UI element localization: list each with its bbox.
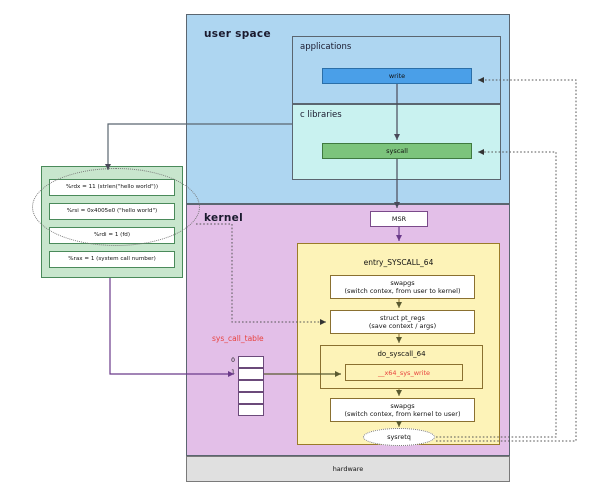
kernel-label: kernel xyxy=(204,212,243,224)
swapgs-kernel-to-user-detail: (switch contex, from kernel to user) xyxy=(344,410,461,418)
sys-call-table-title: sys_call_table xyxy=(212,334,264,343)
hardware-label: hardware xyxy=(332,464,364,473)
applications-label: applications xyxy=(300,42,352,52)
swapgs-kernel-to-user-box[interactable]: swapgs (switch contex, from kernel to us… xyxy=(330,398,475,422)
sys-call-table-cell-3[interactable] xyxy=(238,392,264,404)
sysretq-box[interactable]: sysretq xyxy=(363,428,435,446)
do-syscall-64-title: do_syscall_64 xyxy=(377,350,426,358)
entry-syscall-64-title: entry_SYSCALL_64 xyxy=(363,258,434,267)
register-rdx-label: %rdx = 11 (strlen("hello world")) xyxy=(65,183,159,190)
hardware-region: hardware xyxy=(186,456,510,482)
register-rsi[interactable]: %rsi = 0x4005e0 ("hello world") xyxy=(49,203,175,220)
write-label: write xyxy=(388,71,406,80)
register-rax[interactable]: %rax = 1 (system call number) xyxy=(49,251,175,268)
struct-pt-regs-detail: (save context / args) xyxy=(368,322,437,330)
sys-call-table-cell-2[interactable] xyxy=(238,380,264,392)
struct-pt-regs-box[interactable]: struct pt_regs (save context / args) xyxy=(330,310,475,334)
msr-box[interactable]: MSR xyxy=(370,211,428,227)
sys-call-table-index-1: 1 xyxy=(231,369,235,376)
struct-pt-regs-name: struct pt_regs xyxy=(380,313,425,322)
x64-sys-write-label: __x64_sys_write xyxy=(377,368,431,377)
sys-call-table-cell-0[interactable] xyxy=(238,356,264,368)
register-rdi[interactable]: %rdi = 1 (fd) xyxy=(49,227,175,244)
c-libraries-label: c libraries xyxy=(300,110,342,120)
register-rax-label: %rax = 1 (system call number) xyxy=(68,255,156,262)
user-space-label: user space xyxy=(204,28,271,40)
sysretq-label: sysretq xyxy=(387,432,411,441)
swapgs-user-to-kernel-detail: (switch contex, from user to kernel) xyxy=(344,287,461,295)
sys-call-table-cell-1[interactable] xyxy=(238,368,264,380)
swapgs-user-to-kernel-name: swapgs xyxy=(390,278,415,287)
register-rsi-label: %rsi = 0x4005e0 ("hello world") xyxy=(66,207,158,214)
register-rdi-label: %rdi = 1 (fd) xyxy=(93,231,131,238)
msr-label: MSR xyxy=(391,214,407,223)
syscall-label: syscall xyxy=(386,146,408,155)
swapgs-user-to-kernel-box[interactable]: swapgs (switch contex, from user to kern… xyxy=(330,275,475,299)
syscall-box[interactable]: syscall xyxy=(322,143,472,159)
register-rdx[interactable]: %rdx = 11 (strlen("hello world")) xyxy=(49,179,175,196)
x64-sys-write-box[interactable]: __x64_sys_write xyxy=(345,364,463,381)
swapgs-kernel-to-user-name: swapgs xyxy=(390,401,415,410)
sys-call-table-cell-4[interactable] xyxy=(238,404,264,416)
write-box[interactable]: write xyxy=(322,68,472,84)
sys-call-table-index-0: 0 xyxy=(231,357,235,364)
